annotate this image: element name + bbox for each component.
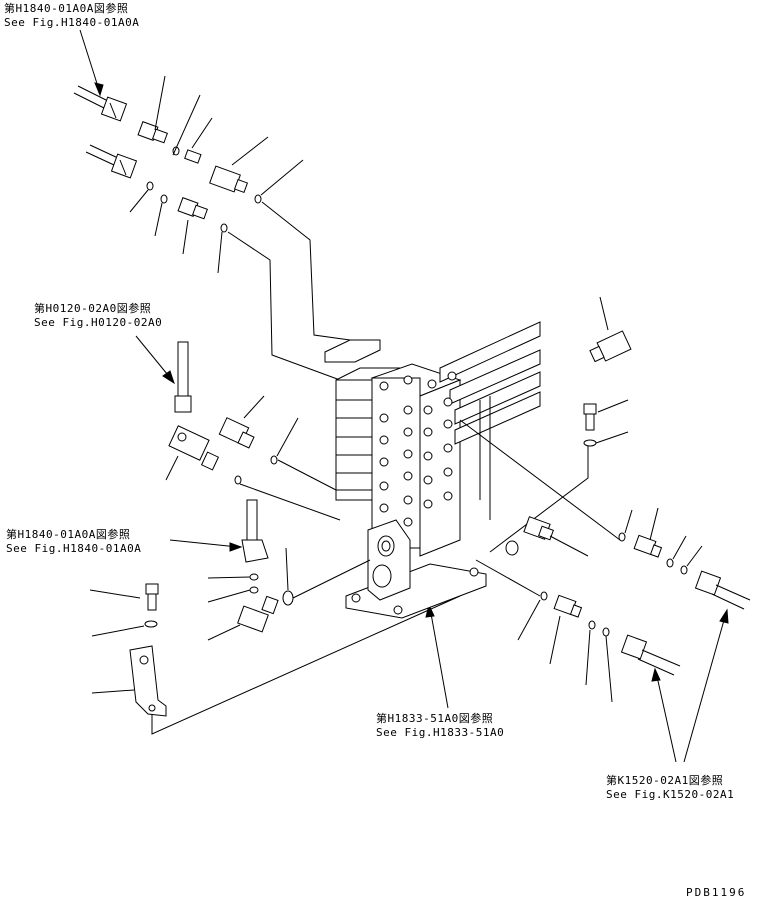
leader-arrow-h1833 bbox=[425, 603, 449, 709]
bracket-plate-left bbox=[91, 645, 167, 717]
leader-line-1 bbox=[261, 201, 351, 341]
leader-arrow-h0120 bbox=[135, 335, 175, 385]
elbow-hose-h1840 bbox=[241, 499, 269, 563]
control-valve-body bbox=[324, 321, 541, 557]
leader-arrow-k1520 bbox=[651, 608, 729, 763]
tee-fitting-left bbox=[165, 425, 220, 481]
hose-right-lower bbox=[475, 559, 681, 703]
hose-upper-1 bbox=[73, 85, 128, 122]
reference-en: See Fig.H1840-01A0A bbox=[6, 542, 142, 555]
reference-jp: 第H1840-01A0A図参照 bbox=[4, 2, 129, 15]
reference-jp: 第H0120-02A0図参照 bbox=[34, 302, 152, 315]
reference-k1520: 第K1520-02A1図参照 See Fig.K1520-02A1 bbox=[606, 774, 734, 802]
o-rings-top bbox=[129, 94, 304, 274]
sensor-right-top bbox=[589, 296, 632, 363]
reference-h0120: 第H0120-02A0図参照 See Fig.H0120-02A0 bbox=[34, 302, 162, 330]
reference-jp: 第K1520-02A1図参照 bbox=[606, 774, 724, 787]
fittings-lower-left bbox=[207, 547, 371, 641]
hose-upper-2 bbox=[85, 144, 138, 179]
pipe-h0120 bbox=[174, 341, 192, 413]
leader-arrow-top bbox=[79, 29, 104, 97]
leader-line-right bbox=[489, 446, 589, 553]
bolt-right bbox=[583, 399, 629, 447]
leader-arrow-h1840-mid bbox=[169, 539, 243, 552]
reference-jp: 第H1833-51A0図参照 bbox=[376, 712, 494, 725]
reference-h1833: 第H1833-51A0図参照 See Fig.H1833-51A0 bbox=[376, 712, 504, 740]
reference-en: See Fig.H1833-51A0 bbox=[376, 726, 505, 739]
hose-right-upper bbox=[618, 507, 751, 610]
washer-left bbox=[91, 620, 158, 637]
fitting-adapter-2 bbox=[177, 197, 208, 255]
leader-line-right-2 bbox=[459, 419, 621, 541]
reference-h1840-top: 第H1840-01A0A図参照 See Fig.H1840-01A0A bbox=[4, 2, 139, 30]
reference-en: See Fig.H0120-02A0 bbox=[34, 316, 163, 329]
connector-block-top bbox=[209, 136, 269, 194]
reference-jp: 第H1840-01A0A図参照 bbox=[6, 528, 131, 541]
reference-en: See Fig.K1520-02A1 bbox=[606, 788, 735, 801]
drawing-code: PDB1196 bbox=[686, 886, 747, 899]
reference-h1840-mid: 第H1840-01A0A図参照 See Fig.H1840-01A0A bbox=[6, 528, 141, 556]
fitting-adapter-1 bbox=[137, 75, 168, 144]
bolt-left bbox=[89, 583, 159, 611]
elbow-fitting-left bbox=[218, 395, 265, 449]
leader-line-bracket bbox=[151, 595, 461, 735]
reference-en: See Fig.H1840-01A0A bbox=[4, 16, 140, 29]
leader-line-2 bbox=[227, 231, 341, 381]
fittings-right-mid bbox=[505, 516, 589, 557]
small-plug bbox=[184, 117, 213, 164]
mounting-bracket bbox=[345, 519, 487, 619]
o-rings-left bbox=[234, 417, 341, 521]
